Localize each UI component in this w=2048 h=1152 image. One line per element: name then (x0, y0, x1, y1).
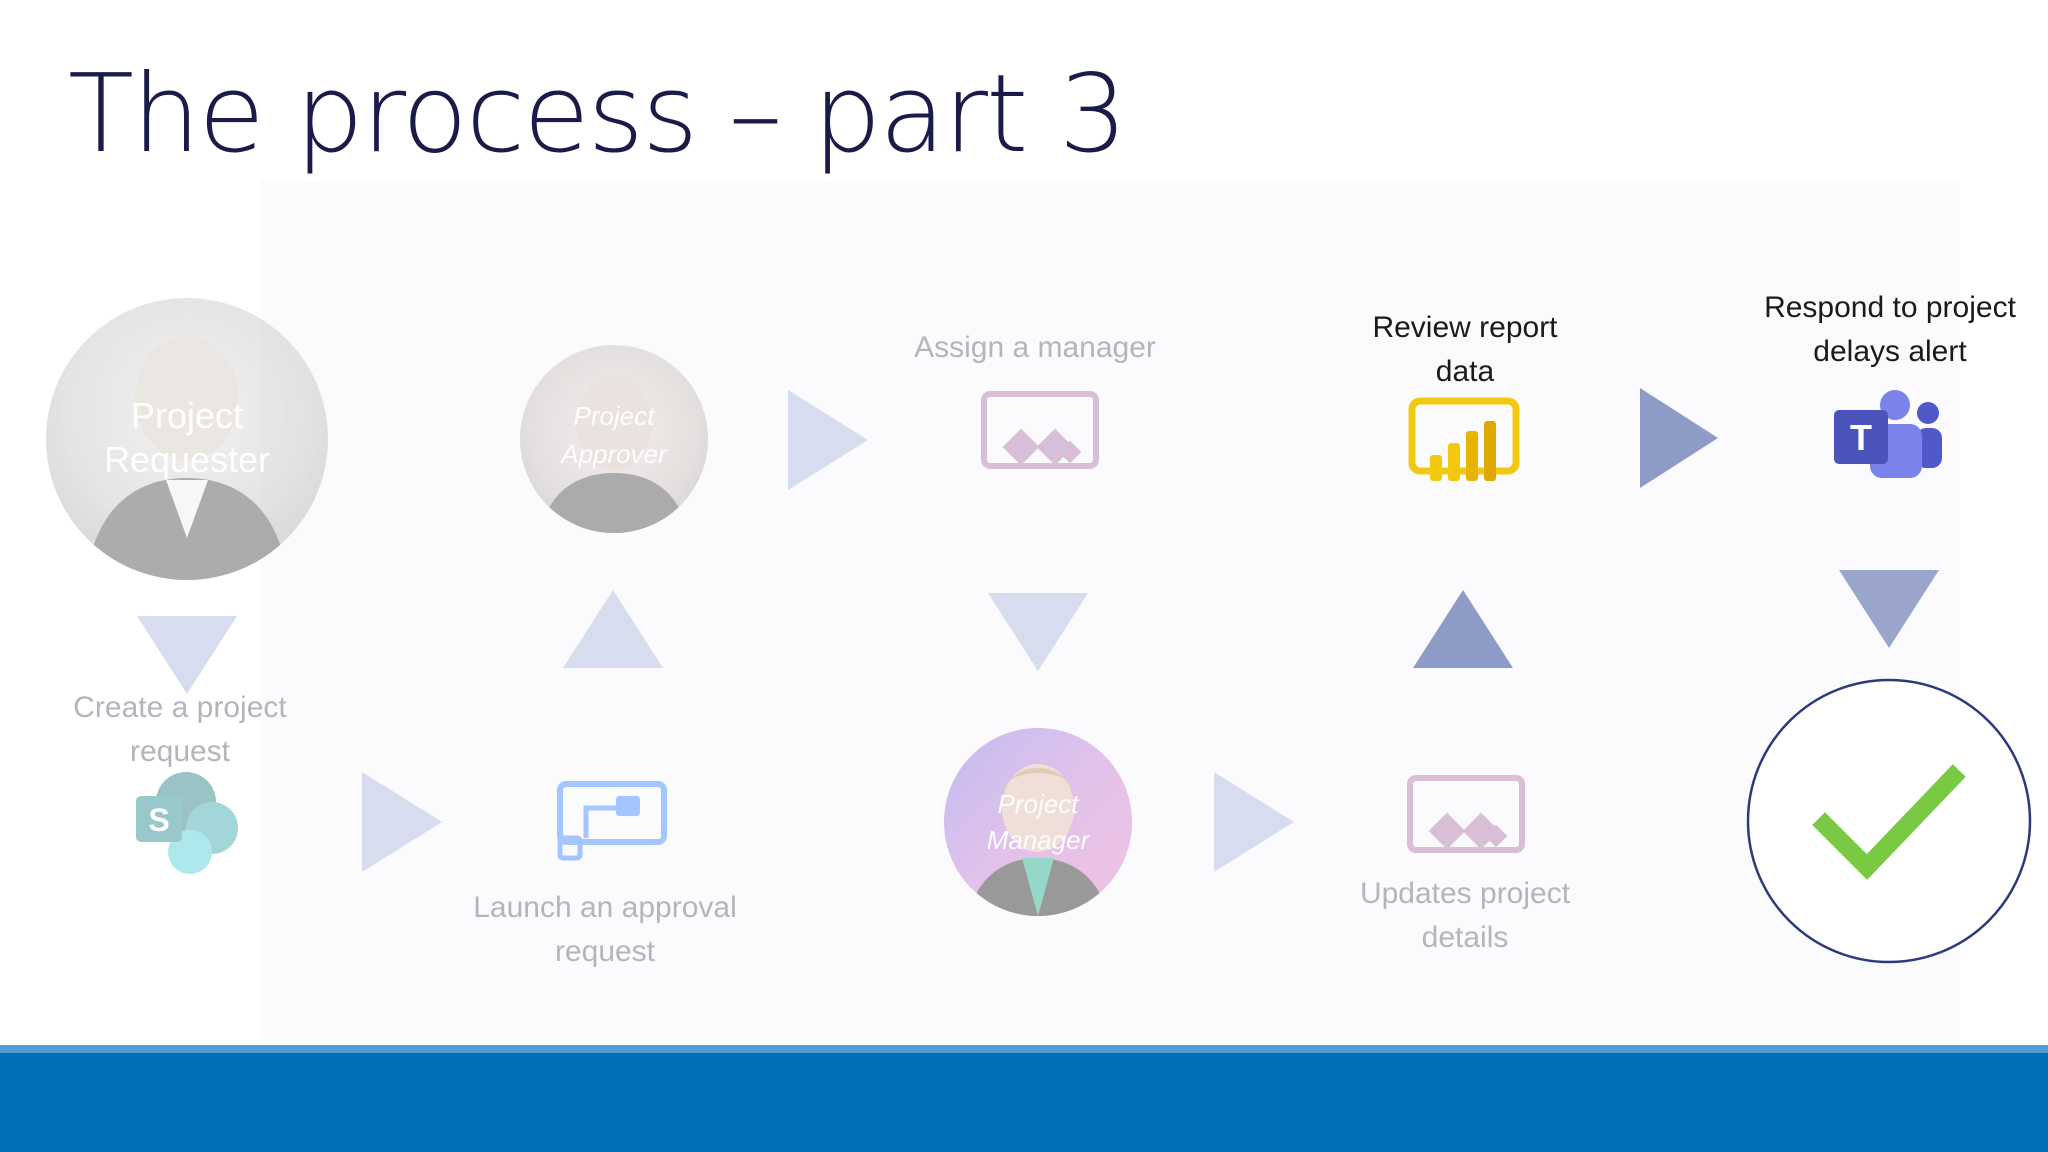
arrow-down-icon (988, 593, 1088, 671)
create-request-label: Create a project request (73, 691, 287, 768)
power-apps-icon (981, 391, 1099, 469)
arrow-down-icon (1839, 570, 1939, 648)
project-manager-avatar: Project Manager (944, 728, 1132, 916)
arrow-right-icon (1640, 388, 1718, 488)
sharepoint-icon: S (136, 772, 238, 874)
arrow-down-icon (137, 616, 237, 694)
footer-accent-stripe (0, 1045, 2048, 1053)
project-approver-avatar: Project Approver (520, 345, 708, 533)
power-bi-icon (1408, 397, 1520, 481)
teams-icon: T (1834, 390, 1942, 478)
arrow-right-icon (1214, 772, 1294, 872)
project-requester-avatar: Project Requester (46, 298, 328, 580)
person-silhouette-icon (968, 764, 1108, 916)
slide-title: The process – part 3 (68, 52, 1127, 177)
arrow-right-icon (788, 390, 868, 490)
project-manager-label: Project Manager (986, 789, 1090, 855)
respond-alert-label: Respond to project delays alert (1764, 291, 2016, 368)
arrow-up-icon (563, 590, 663, 668)
arrow-up-icon (1413, 590, 1513, 668)
arrow-right-icon (362, 772, 442, 872)
person-silhouette-icon (86, 336, 288, 580)
project-approver-label: Project Approver (561, 401, 667, 469)
launch-approval-label: Launch an approval request (473, 891, 737, 968)
power-automate-icon (557, 781, 667, 861)
footer-bar (0, 1053, 2048, 1152)
person-silhouette-icon (540, 375, 688, 533)
updates-details-label: Updates project details (1359, 877, 1571, 954)
svg-text:S: S (148, 802, 169, 838)
project-requester-label: Project Requester (103, 395, 271, 480)
svg-text:T: T (1850, 417, 1872, 458)
review-report-label: Review report data (1372, 311, 1558, 388)
assign-manager-label: Assign a manager (914, 331, 1156, 364)
checkmark-icon (1746, 678, 2032, 964)
power-apps-icon (1407, 775, 1525, 853)
background-panel (260, 180, 1960, 1040)
